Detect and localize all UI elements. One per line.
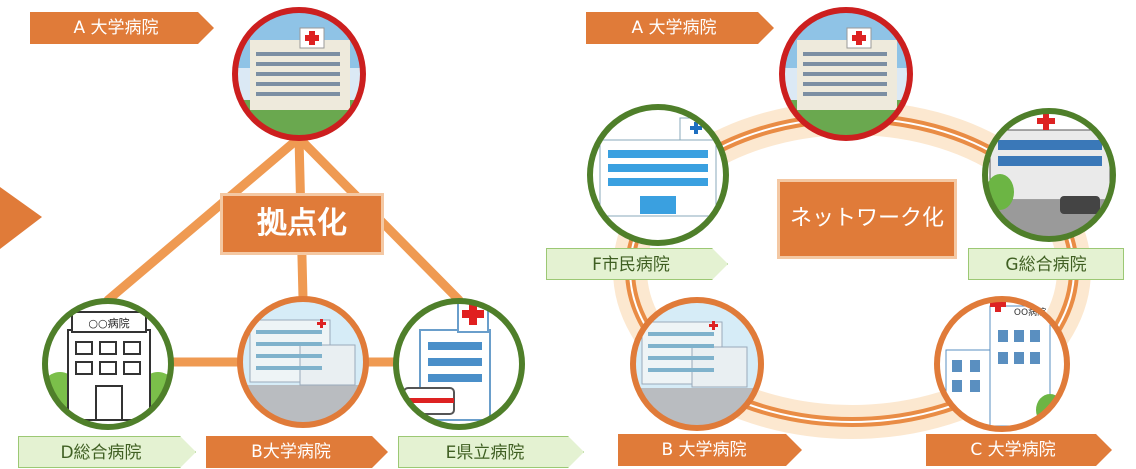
hospital-c: OO病院	[934, 296, 1070, 432]
label-f: F市民病院	[546, 248, 728, 280]
network-label-box: ネットワーク化	[777, 179, 957, 259]
hospital-e	[393, 298, 525, 430]
hospital-b-left	[237, 296, 369, 428]
label-b-right: B 大学病院	[618, 434, 802, 466]
left-pointer-arrow	[0, 187, 42, 249]
hospital-d: ○○病院	[42, 298, 174, 430]
label-e: E県立病院	[398, 436, 584, 468]
label-a-right: A 大学病院	[586, 12, 774, 44]
label-a-left: A 大学病院	[30, 12, 214, 44]
label-c: C 大学病院	[926, 434, 1112, 466]
hospital-b-right	[630, 297, 764, 431]
hospital-a-left	[232, 7, 366, 141]
hub-label-box: 拠点化	[220, 193, 384, 255]
hospital-d-sign: ○○病院	[88, 316, 129, 330]
label-g: G総合病院	[968, 248, 1124, 280]
label-b-left: B大学病院	[206, 436, 388, 468]
label-d: D総合病院	[18, 436, 196, 468]
hospital-g	[982, 108, 1116, 242]
hospital-f	[587, 104, 729, 246]
